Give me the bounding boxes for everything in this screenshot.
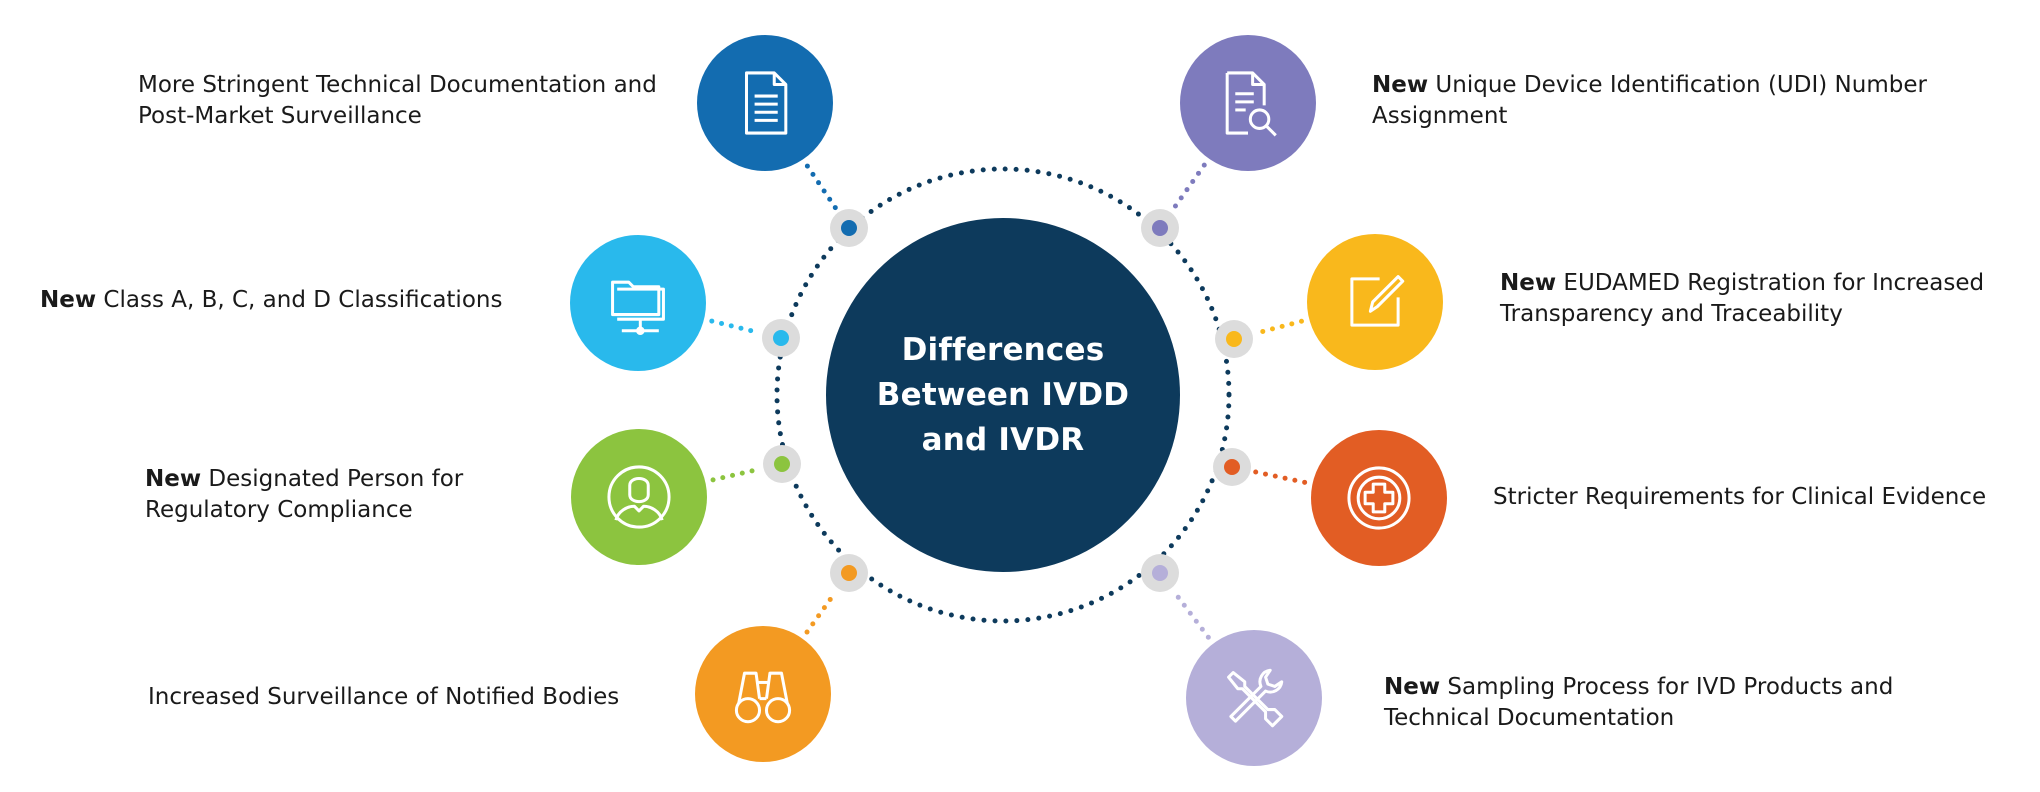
connector-line-notified-bodies <box>804 590 838 635</box>
center-circle: Differences Between IVDD and IVDR <box>826 218 1180 572</box>
connector-line-sampling <box>1171 589 1211 640</box>
binoculars-icon <box>734 671 792 724</box>
connector-node-udi <box>1141 209 1179 247</box>
label-text: Class A, B, C, and D Classifications <box>103 287 503 313</box>
medical-cross-icon <box>1347 466 1411 530</box>
badge-notified-bodies <box>695 626 831 762</box>
connector-line-clinical-evidence <box>1252 469 1308 485</box>
label-prefix: New <box>1384 674 1441 700</box>
connector-node-notified-bodies <box>830 554 868 592</box>
document-search-icon <box>1225 71 1277 137</box>
label-prefix: New <box>40 287 97 313</box>
badge-udi <box>1180 35 1316 171</box>
connector-node-eudamed <box>1215 320 1253 358</box>
connector-line-classifications <box>709 318 761 335</box>
connector-node-clinical-evidence <box>1213 448 1251 486</box>
label-classifications: New Class A, B, C, and D Classifications <box>40 285 540 316</box>
badge-classifications <box>570 235 706 371</box>
label-eudamed: New EUDAMED Registration for Increased T… <box>1500 268 2030 330</box>
badge-technical-documentation <box>697 35 833 171</box>
label-sampling: New Sampling Process for IVD Products an… <box>1384 672 1944 734</box>
folder-network-icon <box>611 280 665 336</box>
connector-node-technical-documentation <box>830 209 868 247</box>
label-text: Unique Device Identification (UDI) Numbe… <box>1372 72 1927 129</box>
center-title: Differences Between IVDD and IVDR <box>876 331 1130 458</box>
label-technical-documentation: More Stringent Technical Documentation a… <box>138 70 658 132</box>
edit-icon <box>1350 275 1405 327</box>
connector-node-classifications <box>762 319 800 357</box>
connector-line-technical-documentation <box>804 163 839 211</box>
connector-node-designated-person <box>763 445 801 483</box>
badge-sampling <box>1186 630 1322 766</box>
badge-clinical-evidence <box>1311 430 1447 566</box>
label-text: Sampling Process for IVD Products and Te… <box>1384 674 1894 731</box>
tools-icon <box>1227 668 1284 728</box>
label-text: Increased Surveillance of Notified Bodie… <box>148 684 620 710</box>
label-text: More Stringent Technical Documentation a… <box>138 72 657 129</box>
label-clinical-evidence: Stricter Requirements for Clinical Evide… <box>1493 482 2033 513</box>
label-designated-person: New Designated Person for Regulatory Com… <box>145 464 525 526</box>
dotted-ring <box>774 166 1232 624</box>
person-icon <box>607 465 671 529</box>
badge-designated-person <box>571 429 707 565</box>
label-udi: New Unique Device Identification (UDI) N… <box>1372 70 1932 132</box>
label-notified-bodies: Increased Surveillance of Notified Bodie… <box>148 682 668 713</box>
document-icon <box>744 71 788 135</box>
connector-line-eudamed <box>1254 318 1304 336</box>
label-prefix: New <box>1372 72 1429 98</box>
connector-node-sampling <box>1141 554 1179 592</box>
label-text: Stricter Requirements for Clinical Evide… <box>1493 484 1987 510</box>
connector-line-udi <box>1171 162 1207 211</box>
label-text: Designated Person for Regulatory Complia… <box>145 466 464 523</box>
connector-line-designated-person <box>710 466 762 483</box>
label-prefix: New <box>145 466 202 492</box>
label-prefix: New <box>1500 270 1557 296</box>
label-text: EUDAMED Registration for Increased Trans… <box>1500 270 1985 327</box>
badge-eudamed <box>1307 234 1443 370</box>
